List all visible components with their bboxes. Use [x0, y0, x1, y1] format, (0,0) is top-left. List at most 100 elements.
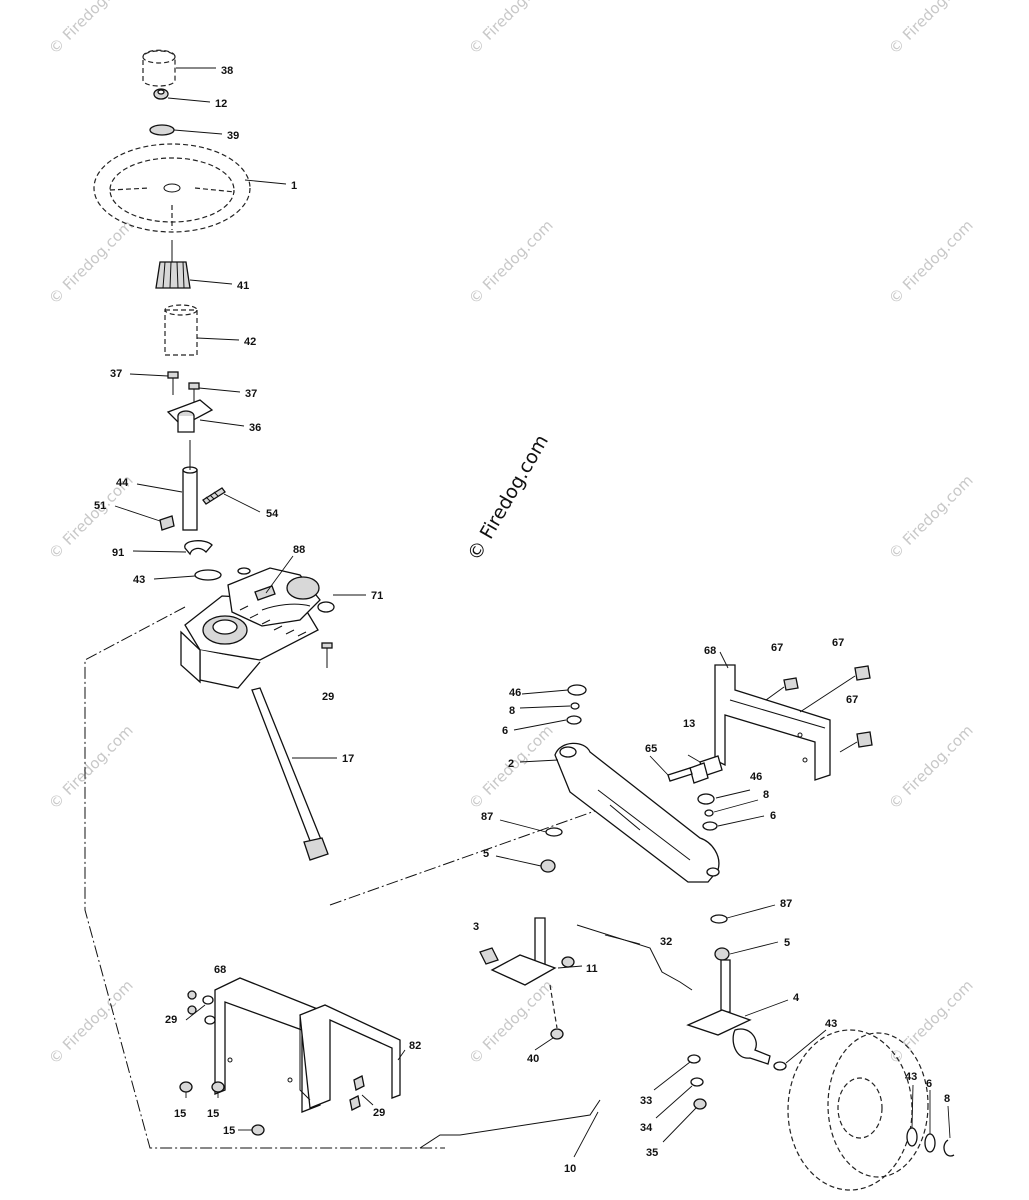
callout-82: 82	[409, 1040, 421, 1052]
assembly-chain-line	[329, 794, 641, 906]
callout-3: 3	[473, 921, 479, 933]
watermark-layer: © Firedog.com © Firedog.com © Firedog.co…	[45, 0, 977, 1068]
callout-32: 32	[660, 936, 672, 948]
callout-5: 5	[784, 937, 790, 949]
washer-87	[545, 827, 563, 837]
callout-68: 68	[704, 645, 716, 657]
washer-6	[566, 715, 582, 725]
bolt-67	[765, 665, 873, 753]
pin-65	[667, 767, 693, 782]
washer-43	[906, 1127, 918, 1147]
callout-15: 15	[223, 1125, 235, 1137]
nut-12	[153, 88, 169, 100]
callout-labels: 38 12 39 1 41 42 37 37 36 44 51 54 91 88…	[94, 65, 950, 1175]
callout-33: 33	[640, 1095, 652, 1107]
watermark-text: © Firedog.com	[885, 471, 977, 563]
clip-8	[704, 809, 714, 817]
watermark-text: © Firedog.com	[885, 721, 977, 813]
steering-gear-assembly	[180, 567, 335, 689]
washer-33	[687, 1054, 701, 1064]
callout-11: 11	[586, 963, 598, 975]
tie-rod-32	[576, 924, 693, 991]
callout-37: 37	[110, 368, 122, 380]
callout-87: 87	[780, 898, 792, 910]
callout-2: 2	[508, 758, 514, 770]
clip-8	[570, 702, 580, 710]
callout-41: 41	[237, 280, 249, 292]
nut-15	[251, 1124, 265, 1136]
steering-adapter	[155, 240, 191, 289]
callout-6: 6	[770, 810, 776, 822]
washer-87	[710, 914, 728, 924]
callout-1: 1	[291, 180, 297, 192]
callout-5: 5	[483, 848, 489, 860]
callout-10: 10	[564, 1163, 576, 1175]
callout-8: 8	[944, 1093, 950, 1105]
callout-88: 88	[293, 544, 305, 556]
callout-43: 43	[905, 1071, 917, 1083]
callout-51: 51	[94, 500, 106, 512]
watermark-center-text: © Firedog.com	[463, 431, 553, 564]
callout-4: 4	[793, 992, 800, 1004]
clip-51	[159, 515, 175, 531]
callout-8: 8	[763, 789, 769, 801]
bearing-flange	[166, 399, 214, 433]
spring-clip-91	[184, 540, 213, 556]
nut-15	[211, 1081, 225, 1093]
nut-40	[550, 1028, 564, 1040]
spindle-right	[686, 959, 771, 1065]
callout-54: 54	[266, 508, 279, 520]
watermark-text: © Firedog.com	[45, 721, 137, 813]
watermark-text: © Firedog.com	[885, 976, 977, 1068]
steering-sleeve	[164, 304, 198, 356]
callout-15: 15	[174, 1108, 186, 1120]
assembly-chain-line	[84, 606, 445, 1149]
bushing-46	[697, 793, 715, 805]
callout-46: 46	[750, 771, 762, 783]
callout-43: 43	[825, 1018, 837, 1030]
callout-91: 91	[112, 547, 124, 559]
front-axle	[554, 742, 720, 883]
callout-87: 87	[481, 811, 493, 823]
bolt-29	[349, 1075, 365, 1111]
spindle-left	[479, 917, 575, 986]
nut-15	[179, 1081, 193, 1093]
washer-6	[702, 821, 718, 831]
washer-34	[690, 1077, 704, 1087]
callout-8: 8	[509, 705, 515, 717]
callout-37: 37	[245, 388, 257, 400]
callout-29: 29	[373, 1107, 385, 1119]
screw-54	[202, 487, 226, 505]
callout-29: 29	[322, 691, 334, 703]
washer-6	[924, 1133, 936, 1153]
callout-71: 71	[371, 590, 383, 602]
spacer-5	[714, 947, 730, 961]
clip-8	[943, 1139, 955, 1157]
callout-67: 67	[846, 694, 858, 706]
callout-36: 36	[249, 422, 261, 434]
callout-65: 65	[645, 743, 657, 755]
watermark-text: © Firedog.com	[465, 0, 557, 58]
leader-lines	[114, 67, 951, 1158]
watermark-text: © Firedog.com	[45, 216, 137, 308]
washer-39	[149, 124, 175, 136]
callout-44: 44	[116, 477, 129, 489]
drag-link-17	[251, 687, 329, 861]
washer-43	[194, 569, 222, 581]
bracket-68-upper	[714, 664, 831, 781]
bolt-29	[321, 642, 333, 668]
callout-67: 67	[771, 642, 783, 654]
bolt-37	[167, 371, 200, 405]
steering-cap	[142, 49, 176, 87]
bushing-46	[567, 684, 587, 696]
watermark-text: © Firedog.com	[465, 976, 557, 1068]
callout-15: 15	[207, 1108, 219, 1120]
axis-line	[549, 984, 558, 1029]
callout-29: 29	[165, 1014, 177, 1026]
callout-17: 17	[342, 753, 354, 765]
steering-wheel	[93, 143, 251, 233]
callout-38: 38	[221, 65, 233, 77]
callout-43: 43	[133, 574, 145, 586]
spacer-13	[689, 755, 723, 784]
